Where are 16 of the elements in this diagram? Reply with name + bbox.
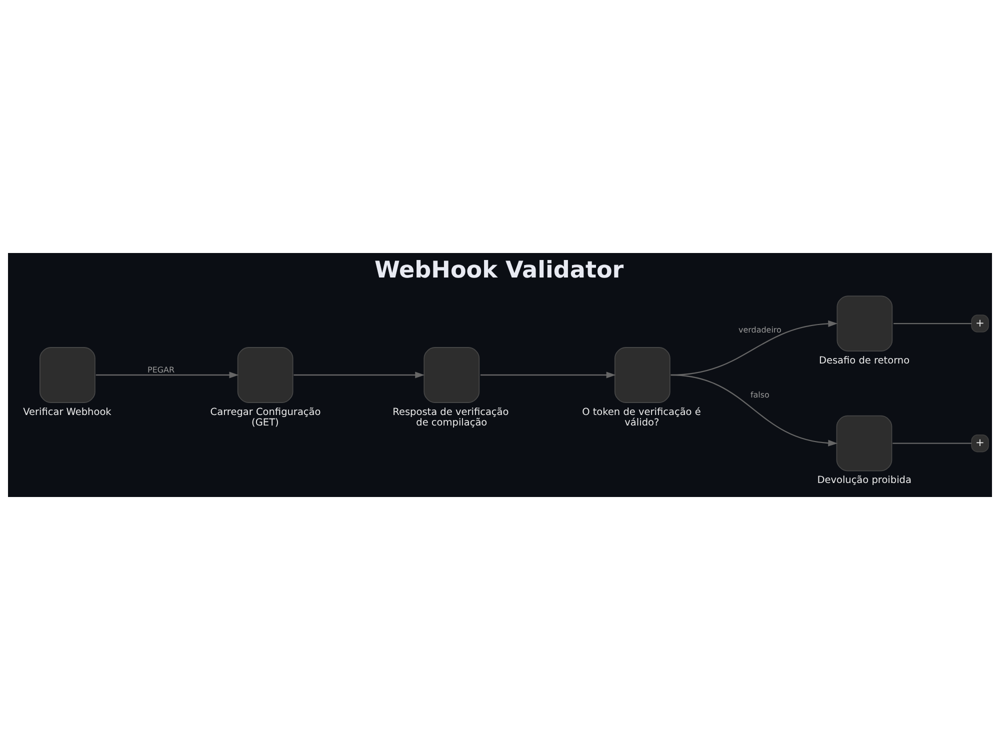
connector	[892, 442, 972, 444]
arrow	[480, 372, 616, 378]
edge-label: falso	[750, 390, 770, 400]
edge-label: verdadeiro	[738, 326, 782, 335]
connector	[894, 322, 972, 324]
node-label: O token de verificação é válido?	[582, 406, 701, 428]
arrow	[294, 372, 425, 378]
node-label: Verificar Webhook	[23, 406, 112, 418]
diagram-title: WebHook Validator	[374, 258, 624, 284]
arrow	[96, 372, 239, 378]
edge-label: PEGAR	[148, 366, 175, 375]
node-label: Resposta de verificação de compilação	[392, 406, 509, 428]
node-label: Carregar Configuração (GET)	[210, 406, 321, 428]
arrow	[670, 374, 838, 446]
node-label: Devolução proibida	[817, 475, 912, 486]
node-label: Desafio de retorno	[818, 355, 910, 366]
